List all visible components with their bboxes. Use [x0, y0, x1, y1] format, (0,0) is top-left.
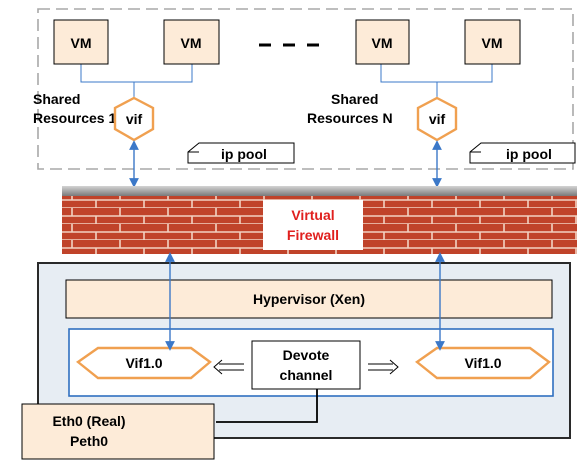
devote-channel-line1: Devote — [283, 347, 330, 363]
channel-to-eth0-link — [216, 389, 318, 423]
ip-pool-label: ip pool — [221, 146, 267, 162]
ip-pool-left: ip pool — [187, 142, 295, 164]
hollow-arrow-right-icon — [368, 359, 399, 375]
shared-resources-1-line2: Resources 1 — [33, 110, 116, 126]
firewall-label-line2: Firewall — [287, 227, 339, 243]
shared-resources-n-line1: Shared — [331, 91, 378, 107]
vif10-label: Vif1.0 — [464, 355, 501, 371]
devote-channel-box: Devote channel — [251, 340, 361, 390]
eth0-line1: Eth0 (Real) — [52, 413, 125, 429]
vif-to-firewall-arrows — [129, 140, 442, 188]
vm-box-4: VM — [464, 19, 521, 65]
vm-links — [80, 64, 493, 98]
firewall-to-vif10-arrows — [165, 252, 445, 351]
vif-label: vif — [126, 111, 143, 127]
vif-hexagon-left: vif — [113, 96, 155, 142]
hypervisor-bar: Hypervisor (Xen) — [65, 279, 553, 319]
vm-label: VM — [71, 35, 92, 51]
eth0-box: Eth0 (Real) Peth0 — [21, 403, 215, 460]
hypervisor-label: Hypervisor (Xen) — [253, 291, 365, 307]
vm-box-2: VM — [163, 19, 220, 65]
shared-resources-region — [37, 8, 574, 170]
shared-resources-1-line1: Shared — [33, 91, 80, 107]
devote-channel-line2: channel — [280, 367, 333, 383]
vif-label: vif — [429, 111, 446, 127]
vif-hexagon-right: vif — [416, 96, 458, 142]
vif10-hexagon-right: Vif1.0 — [414, 346, 551, 380]
firewall-label-line1: Virtual — [291, 207, 334, 223]
vm-box-3: VM — [355, 19, 410, 65]
eth0-line2: Peth0 — [70, 433, 108, 449]
hollow-arrow-left-icon — [213, 359, 244, 375]
vm-label: VM — [372, 35, 393, 51]
vm-box-1: VM — [53, 19, 109, 65]
vif10-hexagon-left: Vif1.0 — [75, 346, 212, 380]
ip-pool-label: ip pool — [506, 146, 552, 162]
vif10-label: Vif1.0 — [125, 355, 162, 371]
virtual-firewall: Virtual Firewall — [62, 186, 577, 254]
shared-resources-n-line2: Resources N — [307, 110, 393, 126]
vm-label: VM — [181, 35, 202, 51]
ip-pool-right: ip pool — [469, 142, 576, 164]
vm-label: VM — [482, 35, 503, 51]
